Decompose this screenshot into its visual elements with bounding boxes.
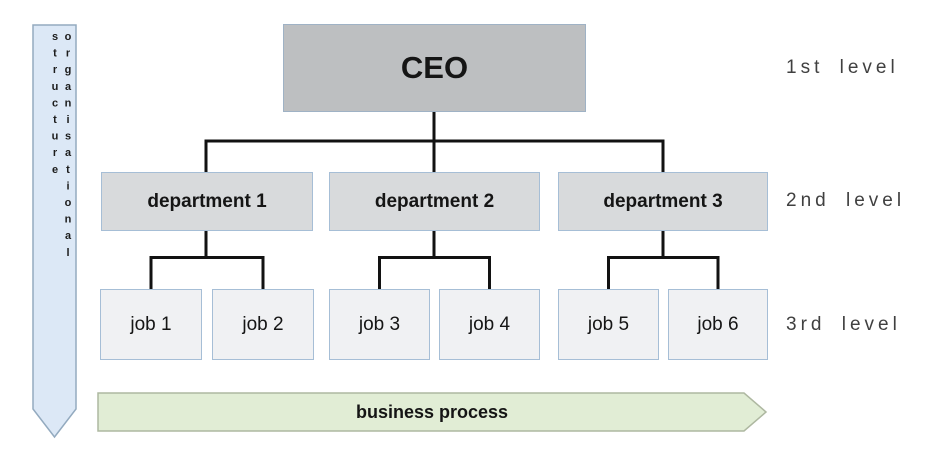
- job-1-box: job 1: [100, 289, 202, 360]
- job-5-label: job 5: [587, 313, 630, 335]
- ceo-box: CEO: [283, 24, 586, 112]
- job-2-label: job 2: [242, 313, 284, 335]
- job-3-box: job 3: [329, 289, 430, 360]
- job-1-label: job 1: [130, 313, 172, 335]
- business-process-label: business process: [355, 401, 509, 422]
- level-3-label: 3rd level: [786, 314, 901, 335]
- department-2-box: department 2: [329, 172, 540, 231]
- department-3-label: department 3: [603, 190, 723, 212]
- job-5-box: job 5: [558, 289, 659, 360]
- job-2-box: job 2: [212, 289, 314, 360]
- job-4-box: job 4: [439, 289, 540, 360]
- department-1-label: department 1: [147, 190, 267, 212]
- department-3-box: department 3: [558, 172, 768, 231]
- level-1-label: 1st level: [786, 57, 899, 78]
- job-4-label: job 4: [468, 313, 511, 335]
- level-2-label: 2nd level: [786, 190, 906, 211]
- job-3-label: job 3: [358, 313, 401, 335]
- job-6-label: job 6: [697, 313, 739, 335]
- department-2-label: department 2: [374, 190, 495, 212]
- department-1-box: department 1: [101, 172, 313, 231]
- ceo-label: CEO: [400, 50, 469, 85]
- organisational-structure-label: organisational structure: [49, 31, 74, 264]
- job-6-box: job 6: [668, 289, 768, 360]
